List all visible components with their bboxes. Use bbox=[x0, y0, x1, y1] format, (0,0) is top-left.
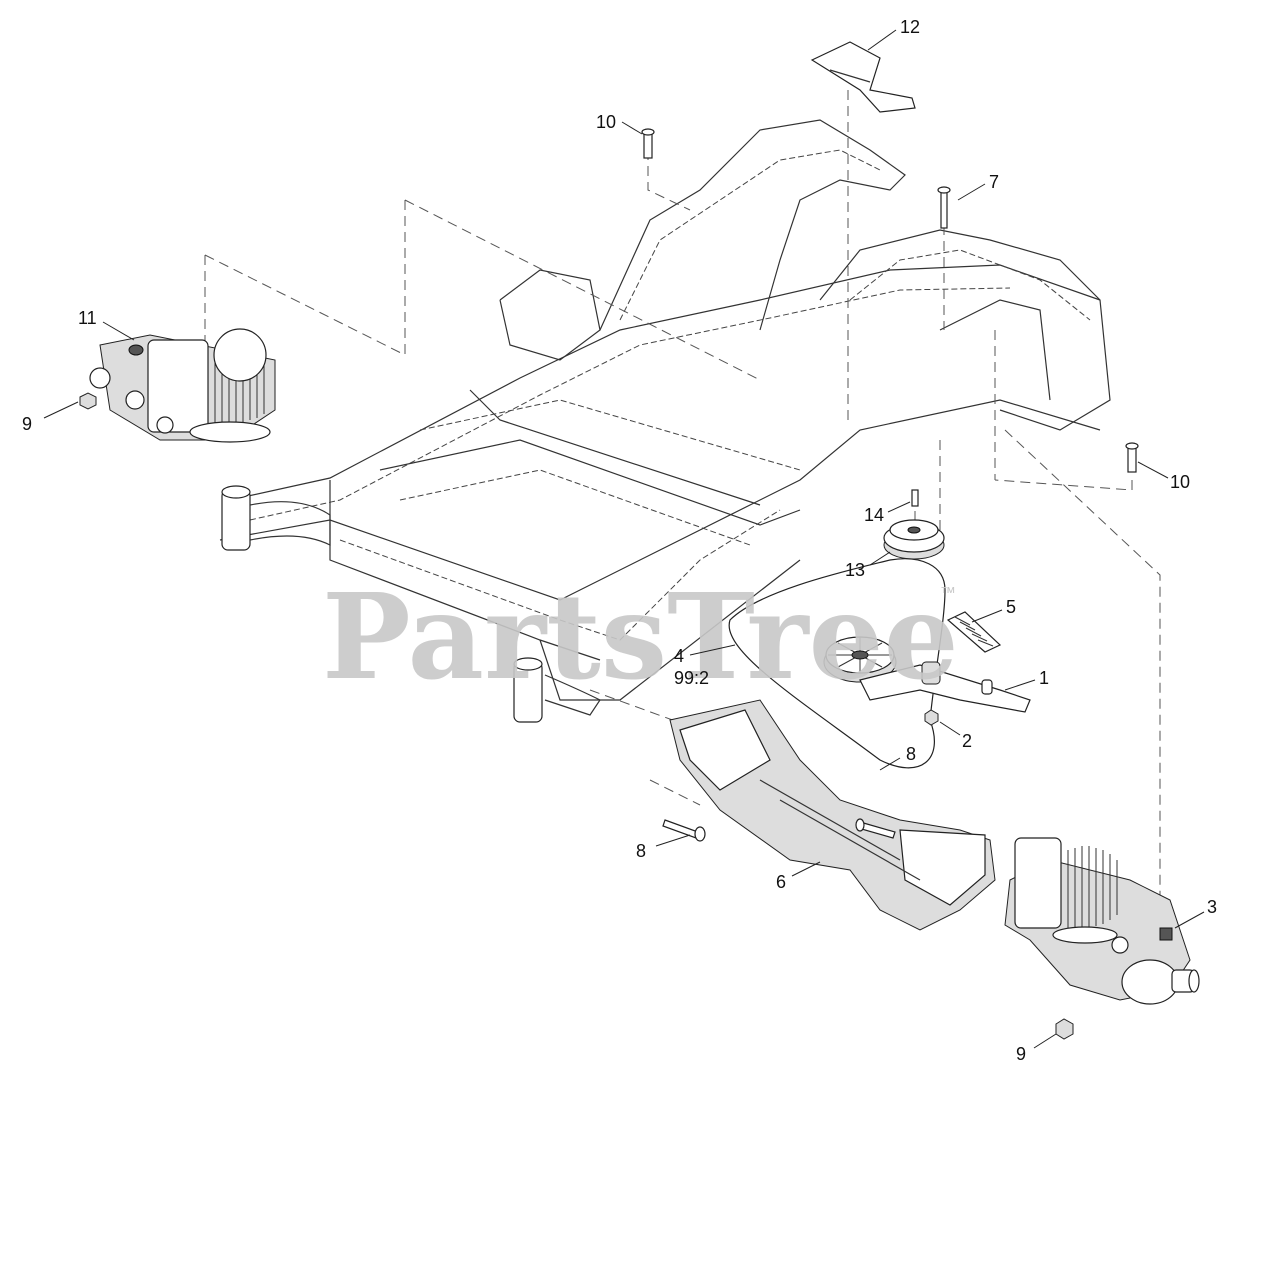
part-8-pin-left[interactable] bbox=[662, 819, 706, 842]
watermark: PartsTree ™ bbox=[322, 567, 959, 706]
part-11-transaxle-left[interactable] bbox=[89, 328, 276, 443]
part-3-transaxle-right[interactable] bbox=[1004, 837, 1200, 1005]
callout-6: 6 bbox=[776, 872, 786, 892]
part-10-bolt-right[interactable] bbox=[1125, 442, 1139, 473]
callout-7: 7 bbox=[989, 172, 999, 192]
idler-pulley[interactable] bbox=[823, 636, 897, 683]
part-7-bolt[interactable] bbox=[937, 186, 951, 229]
chassis-frame bbox=[219, 119, 1111, 723]
callout-9-right: 9 bbox=[1016, 1044, 1026, 1064]
part-8-pin-right[interactable] bbox=[855, 818, 896, 839]
callout-14: 14 bbox=[864, 505, 884, 525]
callout-8-left: 8 bbox=[636, 841, 646, 861]
callout-11: 11 bbox=[78, 308, 97, 328]
callout-10-right: 10 bbox=[1170, 472, 1190, 492]
callout-labels: 12 10 7 11 9 10 14 13 5 4 99:2 1 2 8 8 6… bbox=[22, 17, 1217, 1064]
callout-2: 2 bbox=[962, 731, 972, 751]
callout-13: 13 bbox=[845, 560, 865, 580]
callout-8-right: 8 bbox=[906, 744, 916, 764]
part-6-bracket[interactable] bbox=[669, 699, 996, 931]
part-14-key[interactable] bbox=[911, 489, 919, 507]
callout-10-top: 10 bbox=[596, 112, 616, 132]
part-2-nut[interactable] bbox=[924, 709, 939, 726]
part-1-idler-arm[interactable] bbox=[859, 661, 1031, 713]
part-13-pulley[interactable] bbox=[883, 519, 945, 560]
callout-5: 5 bbox=[1006, 597, 1016, 617]
explode-lines bbox=[204, 90, 1161, 940]
callout-4-sub: 99:2 bbox=[674, 668, 709, 688]
part-10-bolt-top[interactable] bbox=[641, 128, 655, 159]
callout-1: 1 bbox=[1039, 668, 1049, 688]
watermark-text: PartsTree bbox=[322, 567, 959, 706]
callout-9-left: 9 bbox=[22, 414, 32, 434]
callout-12: 12 bbox=[900, 17, 920, 37]
leader-lines bbox=[43, 29, 1205, 1049]
watermark-trademark: ™ bbox=[940, 585, 956, 602]
callout-3: 3 bbox=[1207, 897, 1217, 917]
part-9-nut-left[interactable] bbox=[79, 392, 97, 410]
part-12-shield-plate[interactable] bbox=[810, 41, 916, 113]
part-9-nut-right[interactable] bbox=[1055, 1018, 1074, 1040]
part-5-spring[interactable] bbox=[946, 611, 1002, 653]
callout-4: 4 bbox=[674, 646, 684, 666]
